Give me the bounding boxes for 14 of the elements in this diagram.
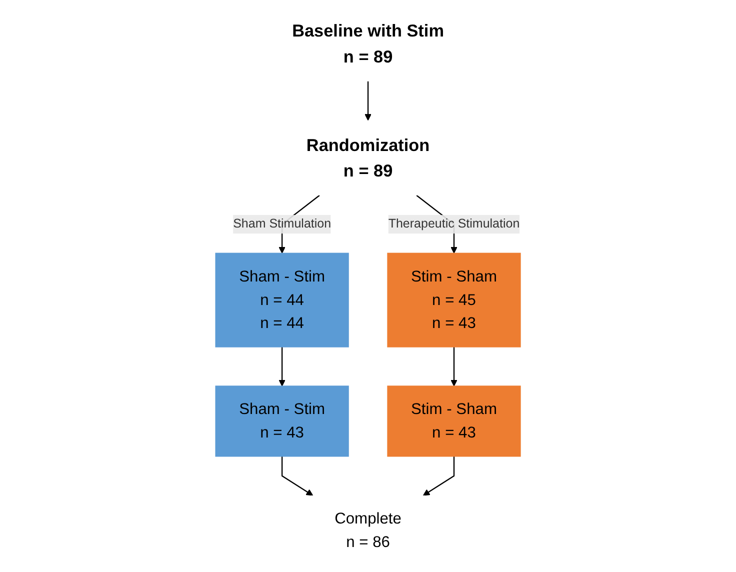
- edge-label: Sham Stimulation: [233, 217, 332, 231]
- node-box: Sham - Stim n = 43: [215, 386, 349, 457]
- arrow: [364, 81, 372, 121]
- node-text: Complete n = 86: [334, 510, 402, 551]
- node-box: Stim - Sham n = 43: [387, 386, 521, 457]
- edge-label: Therapeutic Stimulation: [388, 217, 520, 231]
- arrow: [281, 456, 314, 496]
- node-box: Stim - Sham n = 45 n = 43: [387, 252, 521, 348]
- arrow: [278, 346, 286, 386]
- node-text: Baseline with Stim n = 89: [292, 21, 444, 66]
- node-text: Randomization n = 89: [306, 135, 430, 181]
- arrow: [450, 346, 458, 386]
- node-box: Sham - Stim n = 44 n = 44: [215, 252, 349, 348]
- arrow: [422, 456, 455, 496]
